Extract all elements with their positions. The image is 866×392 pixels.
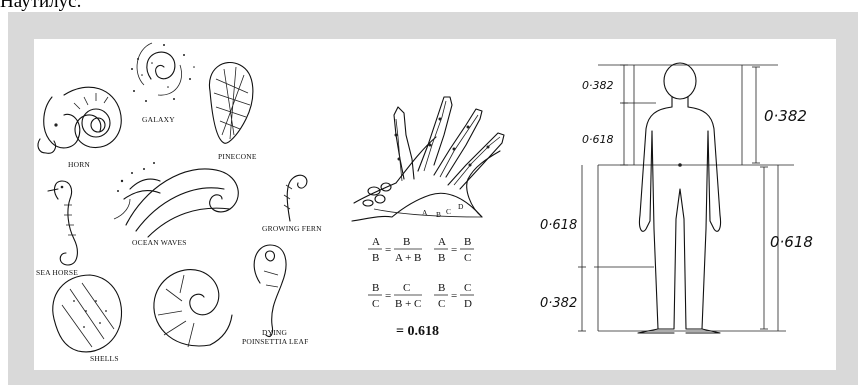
sea-horse-drawing [48,181,77,265]
poinsettia-leaf-drawing [254,245,286,337]
shells-label: SHELLS [90,354,119,363]
ram-horn-drawing [38,87,121,153]
galaxy-label: GALAXY [142,115,175,124]
svg-text:B: B [372,252,379,264]
pinecone-label: PINECONE [218,152,257,161]
formula-1: A B = B A + B [368,236,422,264]
body-proportions-diagram: 0·382 0·618 0·618 0·382 0·382 0·618 [540,63,813,333]
svg-text:B: B [403,236,410,248]
svg-text:C: C [464,252,471,264]
svg-text:A + B: A + B [395,252,421,264]
svg-text:C: C [438,298,445,310]
right-label-618: 0·618 [770,233,813,251]
left-label-618-bottom: 0·618 [540,218,577,233]
formula-2: A B = B C [434,236,474,264]
horn-label: HORN [68,160,90,169]
galaxy-drawing [131,43,195,102]
svg-text:=: = [385,244,391,256]
left-label-618-top: 0·618 [582,133,614,146]
hand-letter-b: B [436,210,441,219]
hand-illustration: A B C D [352,97,504,221]
svg-text:C: C [464,282,471,294]
ocean-waves-label: OCEAN WAVES [132,238,187,247]
hand-letter-d: D [458,202,464,211]
left-label-382-bottom: 0·382 [540,296,577,311]
nature-spirals-illustration: HORN GALAXY PINECONE [36,43,322,363]
hand-letter-c: C [446,207,451,216]
pinecone-drawing [209,63,252,144]
right-label-382: 0·382 [764,107,807,125]
formula-4: B C = C D [434,282,474,310]
golden-ratio-result: = 0.618 [396,324,439,339]
growing-fern-drawing [284,175,307,221]
svg-text:=: = [385,290,391,302]
shells-drawing [53,275,122,352]
svg-text:C: C [403,282,410,294]
ocean-waves-drawing [114,162,238,237]
svg-text:B: B [438,252,445,264]
figure-panel: HORN GALAXY PINECONE [34,39,836,370]
left-label-382-top: 0·382 [582,79,614,92]
svg-text:D: D [464,298,472,310]
svg-text:B: B [464,236,471,248]
svg-text:A: A [438,236,446,248]
nautilus-drawing [154,270,232,347]
svg-text:=: = [451,290,457,302]
formula-3: B C = C B + C [368,282,422,310]
sea-horse-label: SEA HORSE [36,268,78,277]
svg-text:B: B [372,282,379,294]
golden-ratio-formulas: A B = B A + B A B = B C B C = C B + C [368,236,474,339]
svg-text:A: A [372,236,380,248]
svg-text:C: C [372,298,379,310]
svg-text:B + C: B + C [395,298,421,310]
growing-fern-label: GROWING FERN [262,224,322,233]
svg-text:=: = [451,244,457,256]
poinsettia-label-line1: DYING [262,328,288,337]
poinsettia-label-line2: POINSETTIA LEAF [242,337,309,346]
human-figure [638,63,721,333]
svg-text:B: B [438,282,445,294]
hand-letter-a: A [422,208,428,217]
